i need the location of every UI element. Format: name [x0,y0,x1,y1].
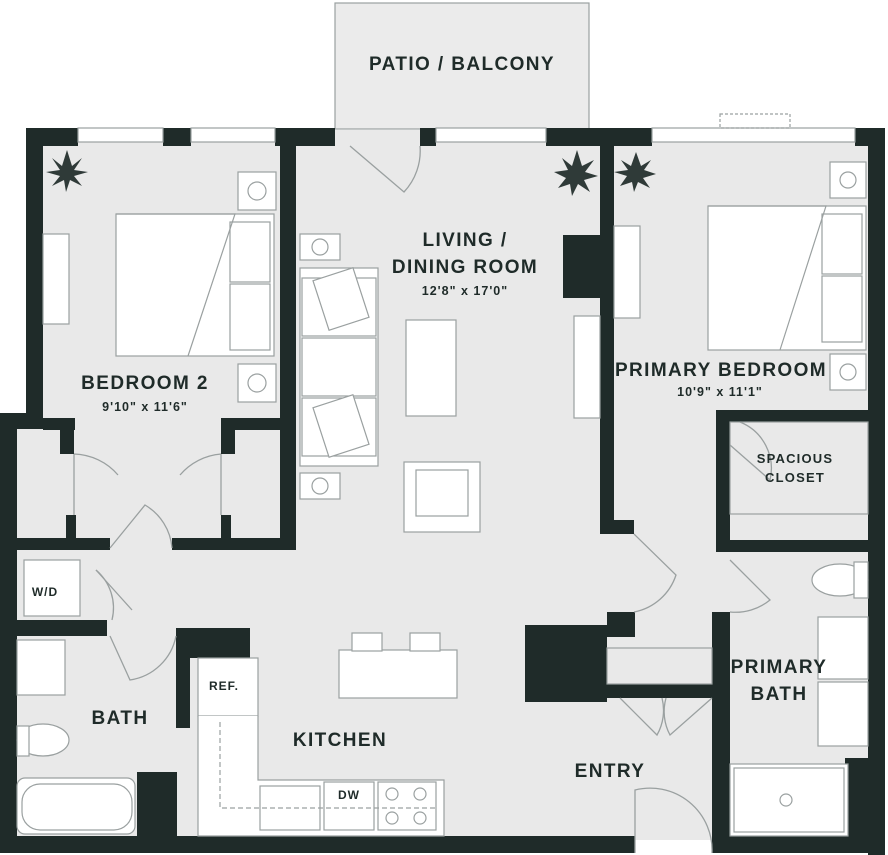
bedroom2-dimensions: 9'10" x 11'6" [102,400,188,414]
exterior-walls [0,128,885,855]
entry-label: ENTRY [574,761,646,782]
dw-label: DW [338,788,360,802]
primary-bedroom-label: PRIMARY BEDROOM [614,360,828,381]
living-label-line1: LIVING / [422,230,508,251]
patio-area [334,2,590,130]
patio-label: PATIO / BALCONY [368,54,556,75]
living-label-line2: DINING ROOM [391,257,539,278]
closet-label-line1: SPACIOUS [756,451,834,466]
bedroom2-label: BEDROOM 2 [81,373,209,394]
door-swings [73,145,773,854]
living-dimensions: 12'8" x 17'0" [421,284,509,298]
interior-walls [17,144,884,837]
bath-label: BATH [91,708,149,729]
kitchen-label: KITCHEN [292,730,388,751]
windows [77,113,856,143]
ref-label: REF. [208,679,239,693]
plant-icon [46,150,656,196]
wd-label: W/D [31,585,59,599]
closet-label-line2: CLOSET [765,470,825,485]
primary-bedroom-dimensions: 10'9" x 11'1" [677,385,763,399]
primary-bath-label-line1: PRIMARY [730,657,828,678]
primary-bath-label-line2: BATH [750,684,808,705]
furniture [16,161,869,837]
